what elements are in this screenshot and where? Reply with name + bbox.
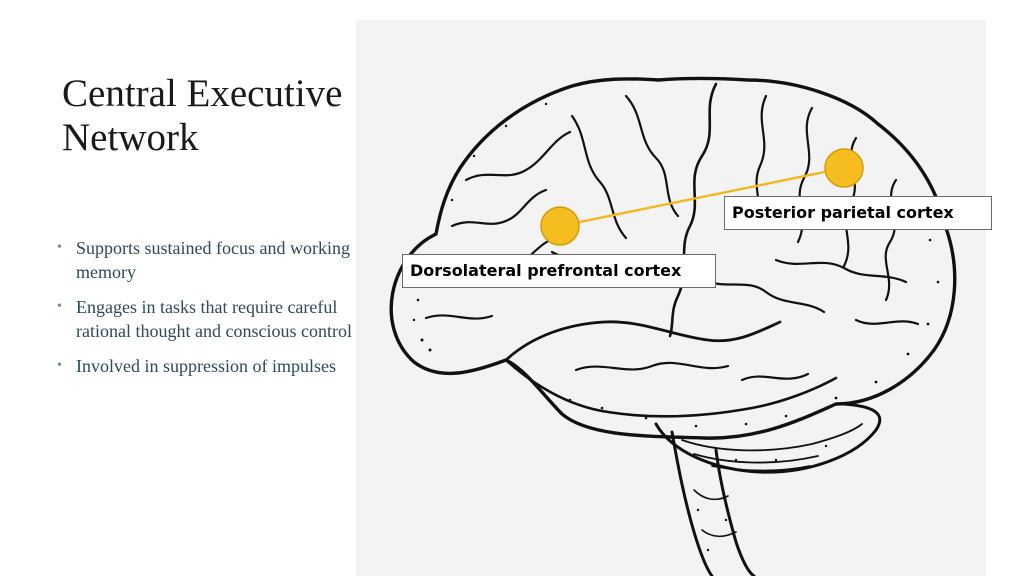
- bullet-item: • Involved in suppression of impulses: [56, 354, 356, 378]
- bullet-text: Involved in suppression of impulses: [76, 356, 336, 376]
- bullet-dot-icon: •: [57, 240, 62, 255]
- dlpfc-node: [540, 206, 580, 246]
- bullet-dot-icon: •: [57, 299, 62, 314]
- bullet-text: Supports sustained focus and working mem…: [76, 238, 350, 282]
- bullet-text: Engages in tasks that require careful ra…: [76, 297, 352, 341]
- cerebellum-outline: [654, 402, 882, 474]
- brainstem-outline: [670, 430, 714, 576]
- dorsolateral-prefrontal-label: Dorsolateral prefrontal cortex: [402, 254, 716, 288]
- posterior-parietal-label: Posterior parietal cortex: [724, 196, 992, 230]
- brain-image-panel: [356, 20, 986, 576]
- bullet-item: • Supports sustained focus and working me…: [56, 236, 356, 284]
- bullet-item: • Engages in tasks that require careful r…: [56, 295, 356, 343]
- network-connector: [559, 166, 845, 228]
- brain-illustration: [389, 76, 957, 576]
- bullet-dot-icon: •: [57, 358, 62, 373]
- ppc-node: [824, 148, 864, 188]
- bullet-list: • Supports sustained focus and working me…: [56, 236, 356, 389]
- slide-title: Central Executive Network: [62, 72, 343, 159]
